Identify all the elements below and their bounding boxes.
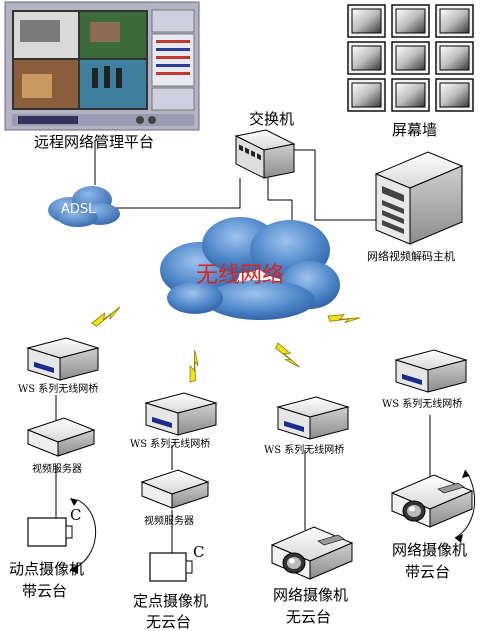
camera-2-label-line1: 定点摄像机 — [133, 592, 209, 610]
video-server-1-label: 视频服务器 — [32, 464, 82, 475]
pan-arrow-2 — [454, 469, 476, 539]
bolt-2 — [179, 349, 209, 385]
bridge-2-device — [145, 392, 217, 436]
line-adsl-switch — [108, 178, 241, 209]
camera-1-device — [27, 517, 73, 547]
camera-3-label-line2: 无云台 — [286, 608, 332, 626]
camera-1-mark: C — [70, 506, 82, 524]
camera-1-label-line1: 动点摄像机 — [9, 560, 85, 578]
wireless-network-label: 无线网络 — [196, 263, 285, 288]
video-wall-label: 屏幕墙 — [392, 121, 438, 139]
camera-4-device — [391, 474, 473, 528]
camera-3-label-line1: 网络摄像机 — [273, 586, 349, 604]
bridge-4-device — [395, 349, 467, 393]
bridge-2-label: WS 系列无线网桥 — [130, 439, 211, 450]
management-platform-screen — [4, 1, 200, 131]
wireless-signal-bolts — [89, 304, 361, 385]
adsl-label: ADSL — [61, 202, 96, 217]
bridge-3-device — [277, 396, 349, 440]
camera-2-device — [149, 552, 193, 582]
bridge-4-label: WS 系列无线网桥 — [382, 399, 463, 410]
decoder-host-label: 网络视频解码主机 — [367, 250, 455, 263]
bridge-1-device — [27, 337, 99, 381]
switch-device — [234, 129, 296, 179]
video-server-2-device — [141, 469, 209, 509]
video-server-1-device — [27, 417, 95, 457]
pan-arrowhead-1b — [70, 498, 78, 506]
video-server-2-label: 视频服务器 — [144, 516, 194, 527]
bolt-3 — [273, 338, 300, 373]
bridge-1-label: WS 系列无线网桥 — [18, 384, 99, 395]
camera-4-label-line1: 网络摄像机 — [392, 541, 468, 559]
camera-2-mark: C — [193, 543, 205, 561]
management-platform-label: 远程网络管理平台 — [34, 133, 155, 151]
pan-arrow-1 — [69, 499, 97, 571]
pan-arrowhead-1 — [70, 564, 78, 574]
bridge-3-label: WS 系列无线网桥 — [264, 445, 345, 456]
switch-label: 交换机 — [249, 110, 295, 128]
bolt-4 — [325, 304, 361, 333]
camera-1-label-line2: 带云台 — [22, 582, 68, 600]
camera-2-label-line2: 无云台 — [146, 613, 192, 631]
line-switch-decoder — [290, 149, 405, 221]
line-switch-cloud — [267, 178, 293, 230]
video-wall — [347, 4, 474, 112]
decoder-host-device — [374, 151, 464, 245]
camera-4-label-line2: 带云台 — [405, 563, 451, 581]
adsl-cloud — [48, 186, 120, 227]
wireless-cloud — [160, 217, 340, 320]
connection-lines — [55, 140, 476, 571]
pan-arrowhead-2 — [462, 470, 470, 478]
camera-3-device — [271, 526, 353, 580]
bolt-1 — [89, 306, 123, 328]
pan-arrowhead-2b — [455, 534, 463, 543]
